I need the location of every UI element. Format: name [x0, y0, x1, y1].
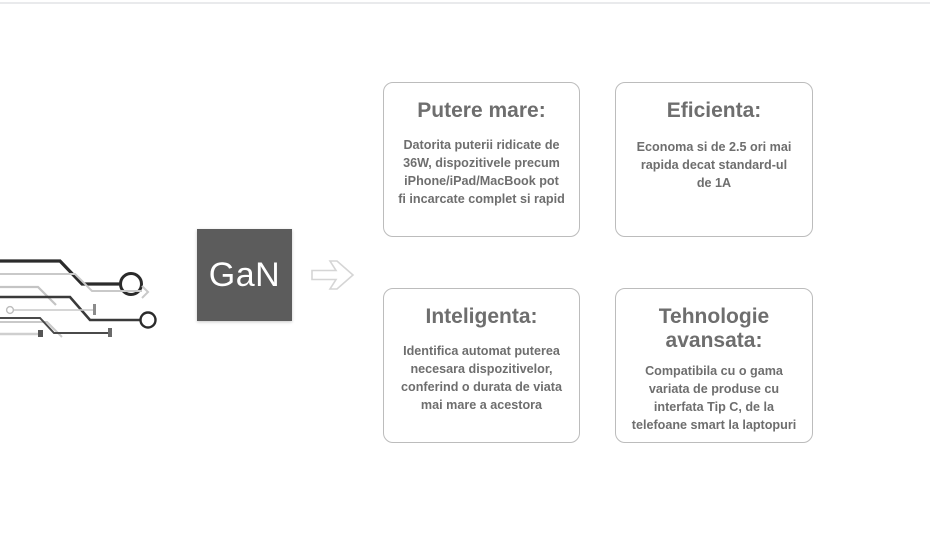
top-divider [0, 2, 930, 4]
feature-card-inteligenta: Inteligenta: Identifica automat puterea … [383, 288, 580, 443]
feature-card-putere-mare: Putere mare: Datorita puterii ridicate d… [383, 82, 580, 237]
card-title: Inteligenta: [425, 305, 538, 328]
gan-block: GaN [197, 229, 292, 321]
card-title: Eficienta: [666, 99, 762, 122]
card-title: Tehnologie avansata: [658, 305, 770, 352]
gan-label: GaN [208, 256, 281, 294]
card-title: Putere mare: [417, 99, 546, 122]
feature-card-eficienta: Eficienta: Economa si de 2.5 ori mai rap… [615, 82, 813, 237]
circuit-board-graphic [0, 200, 196, 345]
card-body: Compatibila cu o gama variata de produse… [631, 363, 797, 432]
card-body: Identifica automat puterea necesara disp… [401, 343, 562, 412]
feature-card-tehnologie-avansata: Tehnologie avansata: Compatibila cu o ga… [615, 288, 813, 443]
card-body: Datorita puterii ridicate de 36W, dispoz… [398, 137, 565, 206]
card-body: Economa si de 2.5 ori mai rapida decat s… [636, 139, 792, 190]
right-arrow-icon [310, 258, 356, 292]
